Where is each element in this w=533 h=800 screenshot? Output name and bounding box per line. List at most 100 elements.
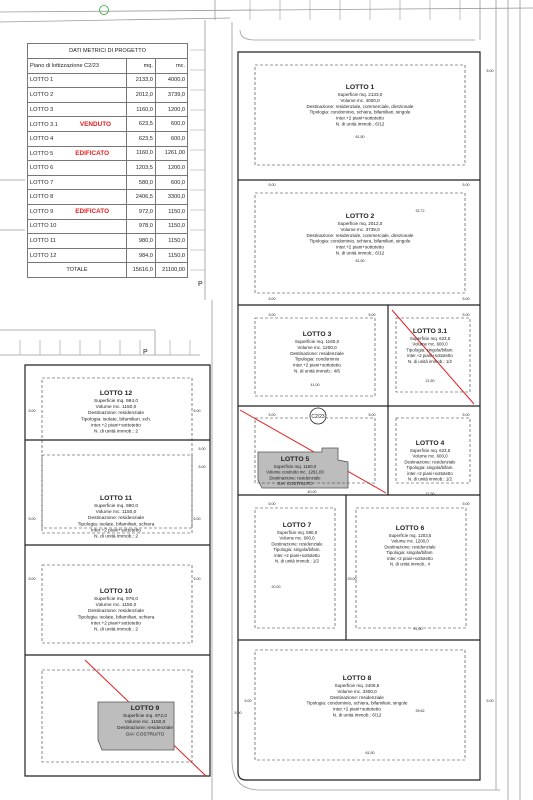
mc-cell: 1150,0 xyxy=(154,247,189,264)
lot-info-line: Superficie mq. 980,0 xyxy=(94,503,138,509)
dimension-label: 5.00 xyxy=(269,297,276,301)
lotto-name: LOTTO 8 xyxy=(30,194,54,201)
dimension-label: 61,50 xyxy=(366,751,375,755)
dimension-label: 5.00 xyxy=(194,409,201,413)
lot-info-line: Volume mc. 1150,0 xyxy=(96,509,137,515)
dimension-label: 5.00 xyxy=(194,517,201,521)
lot-info-line: inter.+2 piani+sottotetto xyxy=(91,422,141,428)
col-header-mc: mc. xyxy=(154,58,189,74)
setback-outlines xyxy=(41,64,471,763)
mc-cell: 1150,0 xyxy=(154,233,189,249)
lot-info-line: Volume mc. 3739,0 xyxy=(340,227,380,232)
parking-label-right: P xyxy=(198,281,203,288)
dimension-label: 5.00 xyxy=(199,465,206,469)
parking-label-left: P xyxy=(143,349,148,356)
mq-cell: 980,0 xyxy=(125,233,156,249)
lot-info-line: Superficie mq. 580,0 xyxy=(277,530,318,535)
lot-info-line: Destinazione: residenziale xyxy=(404,459,456,464)
lot-info-line: Superficie mq. 984,0 xyxy=(94,398,138,404)
lot-info-line: Superficie mq. 1203,5 xyxy=(389,533,432,538)
lot-info-line: Destinazione: residenziale xyxy=(88,608,144,614)
lot-info-line: inter.+2 piani+sottotetto xyxy=(407,353,453,358)
lot-info-line: N. di unità immob.: 1/2 xyxy=(275,559,319,564)
lot-info-line: N. di unità immob.: 6/12 xyxy=(333,713,382,718)
lot-info-line: Destinazione: residenziale xyxy=(88,515,144,521)
lot-info-line: Destinazione: residenziale, commerciale,… xyxy=(307,104,414,109)
lot-title-l1: LOTTO 1 xyxy=(346,84,375,91)
lot-info-line: Volume mc. 4000,0 xyxy=(340,98,380,103)
lot-info-line: N. di unità immob.: 2 xyxy=(94,429,138,435)
lot-title-l10: LOTTO 10 xyxy=(100,588,133,595)
lot-title-l4: LOTTO 4 xyxy=(416,440,445,447)
lotto-cell: LOTTO 7 xyxy=(27,174,127,191)
lot-info-line: GIA' COSTRUITO xyxy=(277,481,313,486)
dimension-label: 29,00 xyxy=(348,577,357,581)
lotto-name: LOTTO 10 xyxy=(30,223,57,230)
lot-info-line: Volume costruito mc. 1261,00 xyxy=(266,470,324,475)
lotto-status: VENDUTO xyxy=(79,120,112,128)
total-label: TOTALE xyxy=(27,262,127,279)
lot-info-line: inter.+2 piani+sottotetto xyxy=(274,553,320,558)
lot-info-line: Tipologia: singola/bifam. xyxy=(406,465,453,470)
lotto-name: LOTTO 7 xyxy=(30,179,54,186)
parking-stalls xyxy=(19,0,461,355)
mq-cell: 623,5 xyxy=(125,130,156,147)
dimension-label: 5.00 xyxy=(463,502,470,506)
lot-info-line: Volume mc. 600,0 xyxy=(412,342,448,347)
lot-title-l31: LOTTO 3.1 xyxy=(413,328,447,335)
lot-info-line: Tipologia: singola/bifam. xyxy=(273,547,320,552)
dimension-label: 61,50 xyxy=(356,259,365,263)
dimension-label: 5.00 xyxy=(199,447,206,451)
lot-info-line: Superficie mq. 623,5 xyxy=(410,336,451,341)
lotto-status: EDIFICATO xyxy=(75,149,110,157)
dimension-label: 5.00 xyxy=(487,69,494,73)
lotto-cell: LOTTO 6 xyxy=(27,160,127,176)
lot-info-line: Superficie mq. 2406,5 xyxy=(335,683,380,688)
lotto-name: LOTTO 6 xyxy=(30,164,54,171)
mq-cell: 1160,0 xyxy=(125,101,156,118)
lot-info-line: inter.+2 piani+sottotetto xyxy=(387,556,433,561)
lot-title-l3: LOTTO 3 xyxy=(303,331,332,338)
lot-info-line: inter.+2 piani+sottotetto xyxy=(336,245,384,250)
lot-title-l5: LOTTO 5 xyxy=(281,456,310,463)
lot-info-line: Superficie mq. 972,0 xyxy=(123,713,167,719)
lot-title-l6: LOTTO 6 xyxy=(396,525,425,532)
mq-cell: 1203,5 xyxy=(125,160,156,176)
lotto-name: LOTTO 4 xyxy=(30,135,54,142)
mq-cell: 984,0 xyxy=(125,247,156,264)
lot-info-line: Volume mc. 1200,0 xyxy=(391,539,429,544)
lot-info-line: Tipologia: singola/bifam. xyxy=(406,347,453,352)
lotto-name: LOTTO 3 xyxy=(30,106,54,113)
lot-info-line: N. di unità immob.: 4/6 xyxy=(294,369,340,374)
lot-info-line: Superficie mq. 2012,0 xyxy=(338,221,383,226)
lotto-cell: LOTTO 4 xyxy=(27,130,127,147)
lot-info-line: Tipologia: isolate, bifamiliari, sch. xyxy=(81,416,151,422)
lot-info-line: Volume mc. 3300,0 xyxy=(337,689,377,694)
dimension-label: 20,00 xyxy=(272,585,281,589)
lot-info-line: inter.+2 piani+sottotetto xyxy=(336,116,384,121)
lotto-cell: LOTTO 8 xyxy=(27,189,127,205)
table-title: DATI METRICI DI PROGETTO xyxy=(27,43,188,59)
lot-info-line: N. di unità immob.: 6/12 xyxy=(336,122,385,127)
lotto-status: EDIFICATO xyxy=(75,208,110,216)
total-mq: 15616,0 xyxy=(125,262,156,279)
dimension-label: 5.00 xyxy=(269,313,276,317)
lotto-cell: LOTTO 3 xyxy=(27,101,127,118)
lot-info-line: Volume mc. 1200,0 xyxy=(297,345,337,350)
dimension-label: 5.00 xyxy=(29,517,36,521)
lotto-name: LOTTO 12 xyxy=(30,252,57,259)
lot-info-line: Superficie mq. 1160,0 xyxy=(274,464,317,469)
mc-cell: 3300,0 xyxy=(154,189,189,205)
